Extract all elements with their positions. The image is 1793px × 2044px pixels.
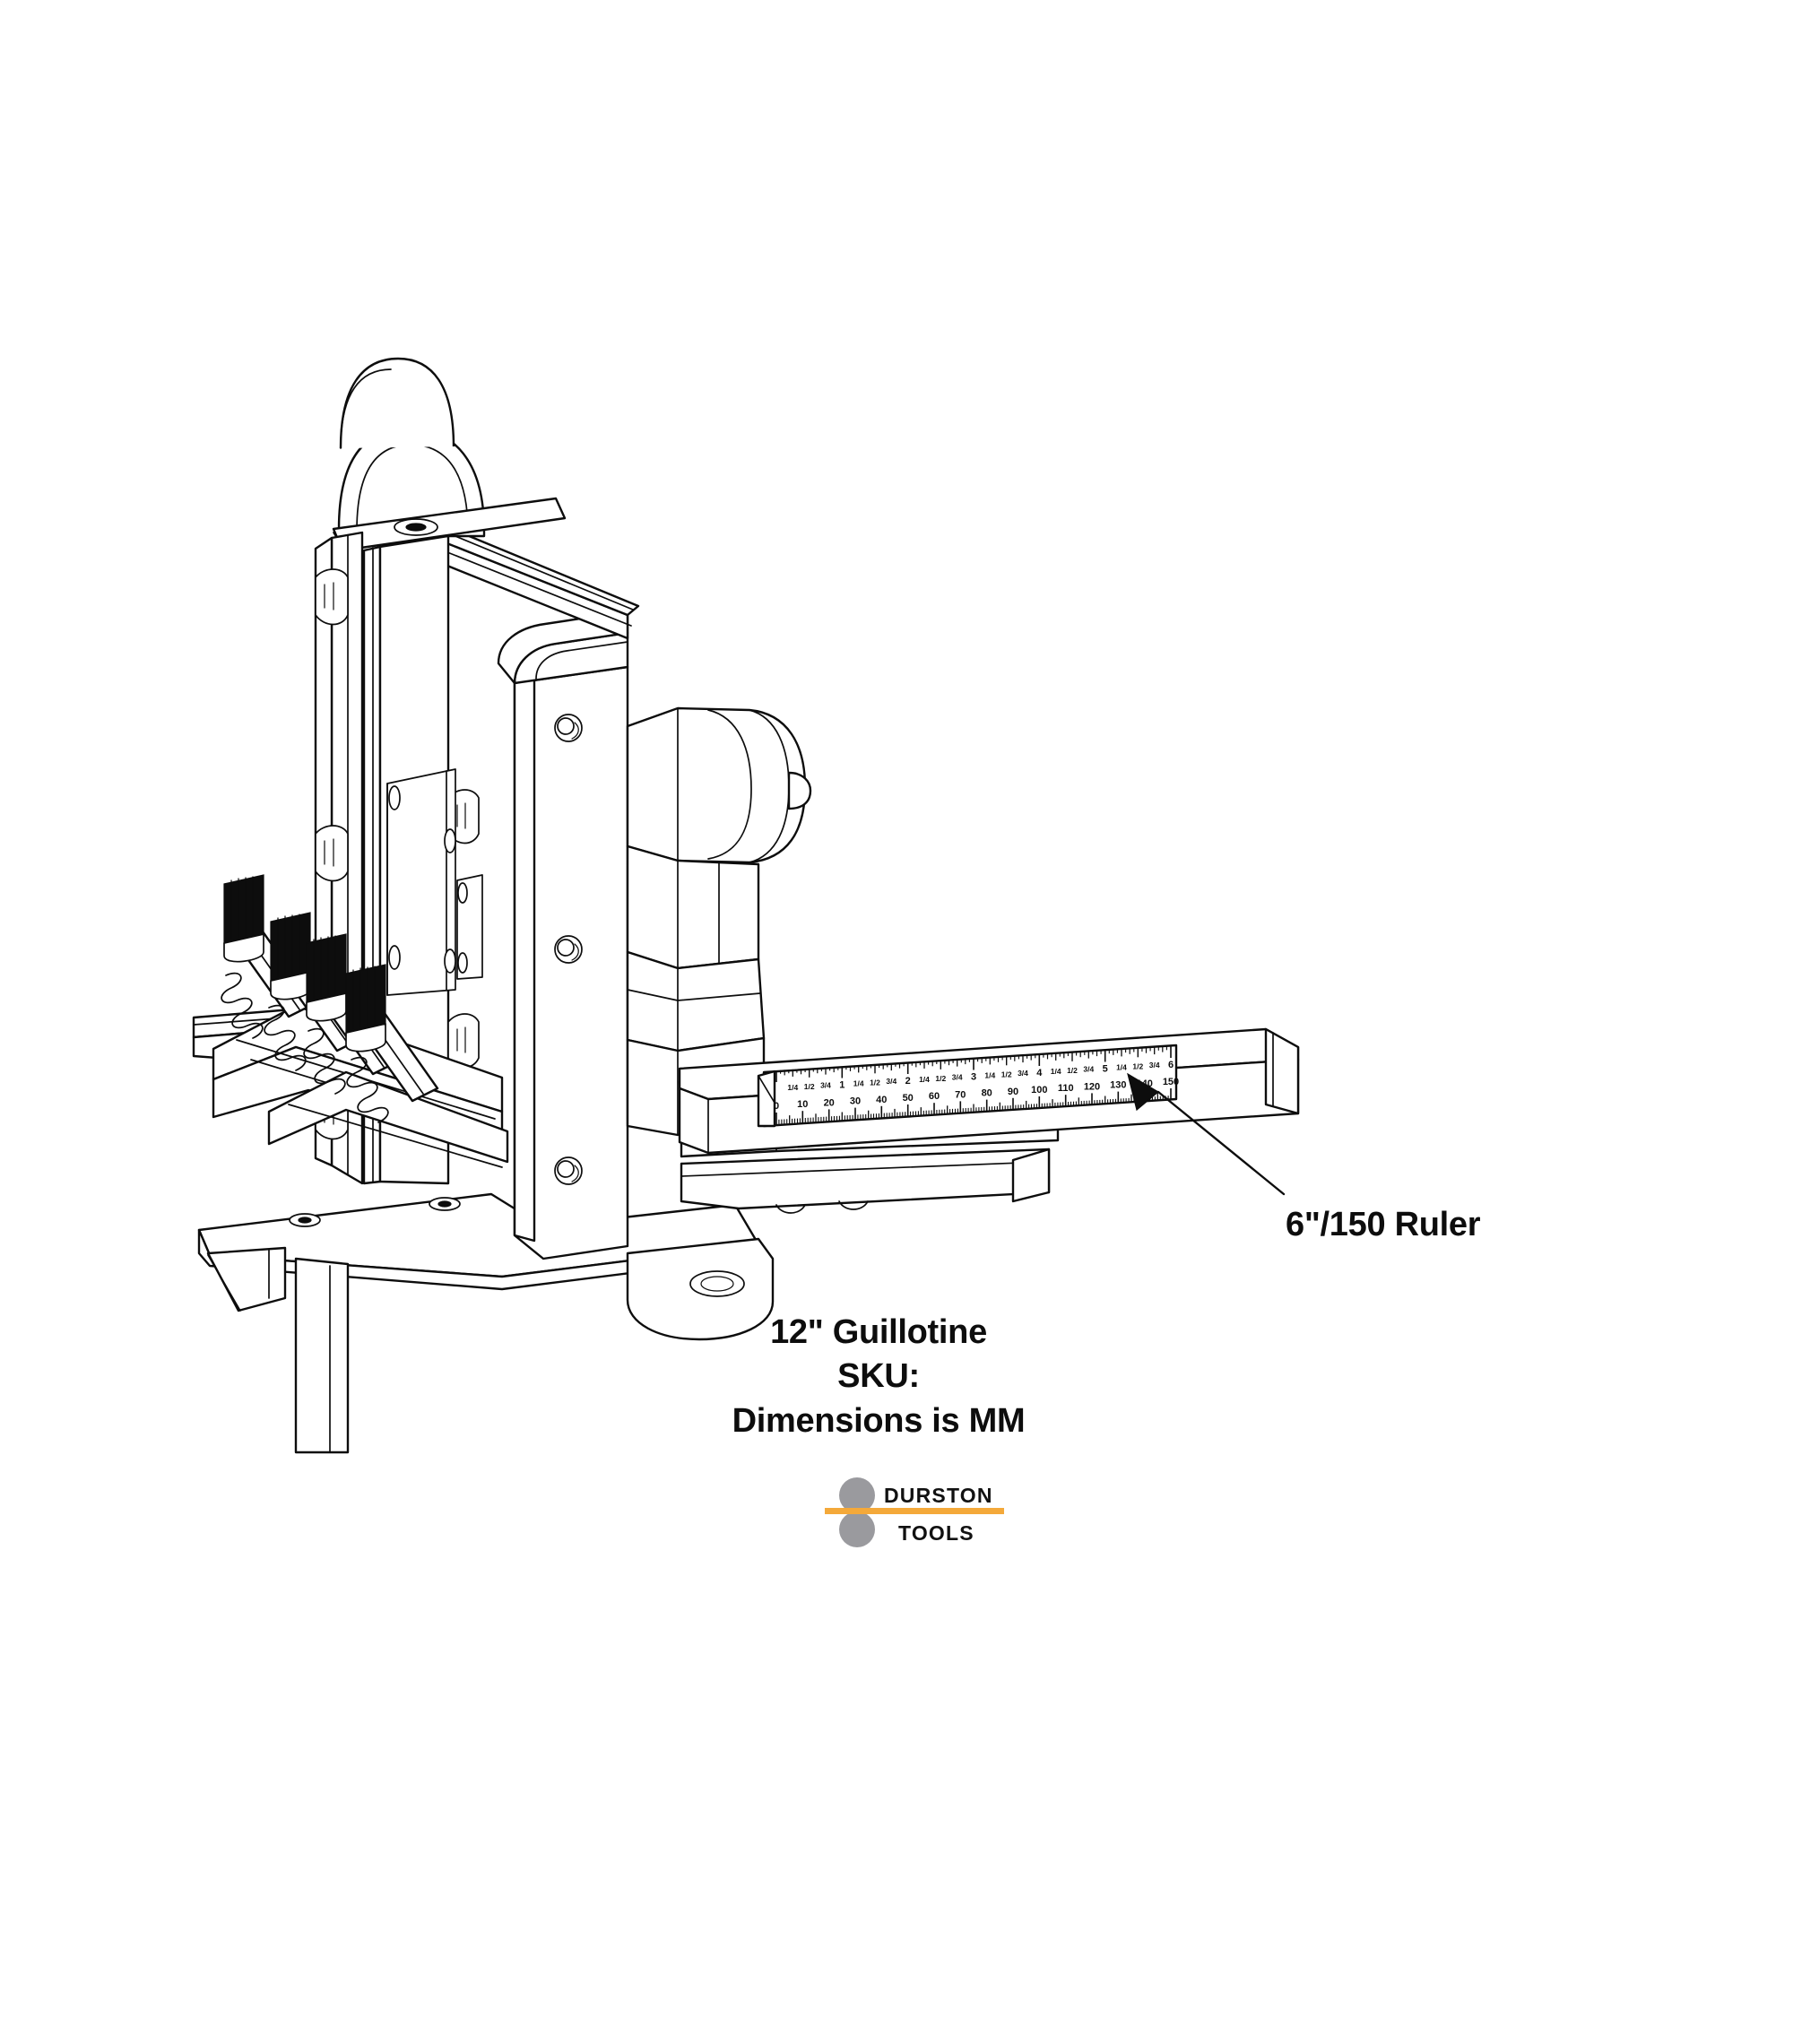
svg-text:2: 2 xyxy=(905,1076,911,1087)
clamp-assembly xyxy=(212,874,509,1168)
svg-text:1/4: 1/4 xyxy=(853,1078,864,1087)
svg-text:1/2: 1/2 xyxy=(1001,1070,1012,1078)
svg-text:1/4: 1/4 xyxy=(1051,1067,1061,1076)
svg-text:90: 90 xyxy=(1008,1087,1018,1097)
base-screw xyxy=(289,1197,461,1227)
svg-text:3/4: 3/4 xyxy=(1083,1065,1094,1074)
orange-bar-icon xyxy=(825,1508,1004,1514)
roller-top-icon xyxy=(839,1477,875,1513)
roller-bottom-icon xyxy=(839,1511,875,1547)
svg-text:6: 6 xyxy=(1168,1060,1174,1070)
svg-text:3/4: 3/4 xyxy=(1149,1061,1160,1070)
svg-text:100: 100 xyxy=(1031,1085,1047,1096)
svg-text:60: 60 xyxy=(929,1091,940,1102)
svg-text:80: 80 xyxy=(982,1088,992,1099)
svg-text:1/2: 1/2 xyxy=(1132,1061,1143,1070)
svg-text:3: 3 xyxy=(971,1072,976,1083)
durston-tools-logo: DURSTON TOOLS xyxy=(825,1468,1004,1555)
svg-text:3/4: 3/4 xyxy=(952,1073,963,1082)
svg-text:1/4: 1/4 xyxy=(919,1075,930,1084)
svg-text:5: 5 xyxy=(1103,1064,1108,1075)
front-column xyxy=(497,610,629,1260)
svg-text:70: 70 xyxy=(955,1089,966,1100)
svg-text:40: 40 xyxy=(876,1095,887,1105)
ruler-callout-leader xyxy=(1127,1072,1286,1196)
svg-text:130: 130 xyxy=(1110,1080,1126,1091)
svg-text:30: 30 xyxy=(850,1096,861,1107)
ruler-callout-label: 6"/150 Ruler xyxy=(1286,1206,1481,1243)
svg-text:1/4: 1/4 xyxy=(787,1083,798,1092)
caption-line-1: 12" Guillotine xyxy=(770,1313,987,1351)
handle-pivot-arc xyxy=(332,357,567,552)
svg-text:1/4: 1/4 xyxy=(1116,1062,1127,1071)
svg-text:3/4: 3/4 xyxy=(886,1077,896,1086)
svg-text:1/2: 1/2 xyxy=(870,1078,880,1087)
motor-housing xyxy=(626,706,812,1137)
svg-text:1/2: 1/2 xyxy=(804,1082,815,1091)
svg-text:110: 110 xyxy=(1058,1083,1074,1094)
svg-text:1: 1 xyxy=(839,1080,845,1091)
inner-small-plate xyxy=(456,874,483,980)
svg-text:1/4: 1/4 xyxy=(984,1070,995,1079)
base-plate xyxy=(197,1192,775,1454)
svg-text:10: 10 xyxy=(797,1099,808,1110)
logo-wordmark-tools: TOOLS xyxy=(898,1521,974,1545)
clamp-spring xyxy=(221,972,389,1123)
caption-line-3: Dimensions is MM xyxy=(732,1401,1026,1440)
page-title: 12" Guillotine SKU: Dimensions is MM xyxy=(628,1311,1130,1443)
column-socket-screw xyxy=(554,714,583,1185)
svg-text:50: 50 xyxy=(903,1093,914,1104)
svg-text:3/4: 3/4 xyxy=(820,1081,831,1090)
svg-text:1/2: 1/2 xyxy=(1067,1066,1078,1075)
svg-text:4: 4 xyxy=(1036,1068,1043,1078)
svg-text:20: 20 xyxy=(824,1097,835,1108)
clamp-knob[interactable] xyxy=(223,874,386,1052)
svg-text:120: 120 xyxy=(1084,1081,1100,1092)
svg-text:3/4: 3/4 xyxy=(1018,1069,1028,1078)
svg-text:150: 150 xyxy=(1163,1077,1179,1087)
logo-wordmark-durston: DURSTON xyxy=(884,1484,993,1507)
svg-text:0: 0 xyxy=(774,1101,779,1112)
svg-text:1/2: 1/2 xyxy=(935,1074,946,1083)
mounting-plate xyxy=(386,768,456,996)
side-rail-plate xyxy=(314,531,483,1185)
ruler-scale: 1 2 3 4 5 6 1/4 1/2 3/4 1/4 1/2 3/4 1/4 1/2 3/4 1/4 1/2 3… xyxy=(757,1044,1179,1128)
caption-line-2: SKU: xyxy=(837,1357,920,1396)
